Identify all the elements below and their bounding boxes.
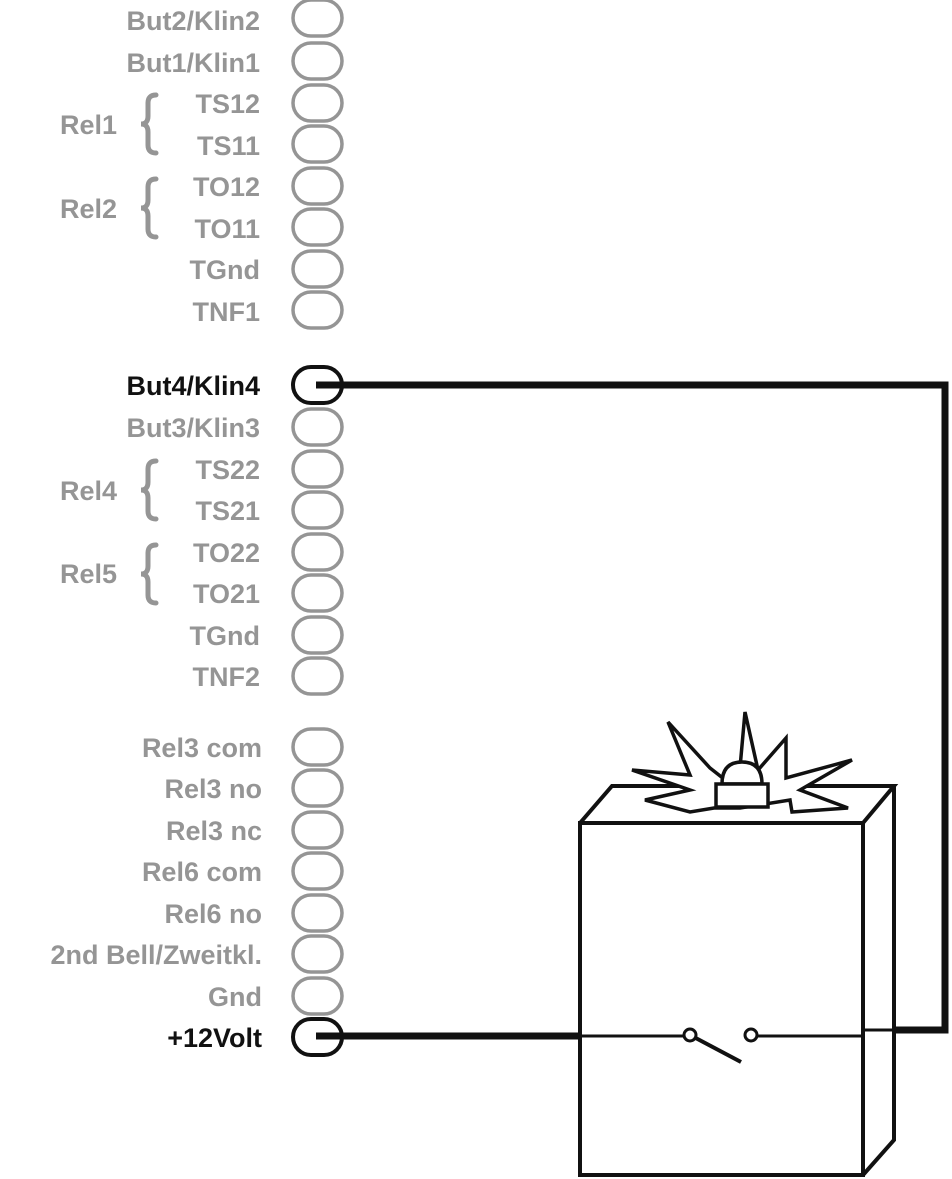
terminal-but1: [291, 41, 344, 81]
brace-rel1: [140, 92, 159, 156]
label-rel4: Rel4: [60, 476, 117, 506]
wire-but4: [316, 381, 949, 1034]
terminal-tgnd-1: [291, 249, 344, 289]
terminal-rel3-com: [291, 727, 344, 767]
brace-rel5: [140, 542, 159, 606]
terminal-strip: [291, 0, 344, 1016]
label-to11: TO11: [194, 214, 260, 244]
label-but1: But1/Klin1: [126, 48, 260, 78]
terminal-but2: [291, 0, 344, 38]
label-to21: TO21: [193, 579, 260, 609]
terminal-ts11: [291, 124, 344, 164]
label-rel2: Rel2: [60, 194, 117, 224]
label-ts12: TS12: [195, 89, 260, 119]
terminal-rel3-no: [291, 768, 344, 808]
terminal-to11: [291, 207, 344, 247]
terminal-ts22: [291, 449, 344, 489]
device-side: [861, 786, 896, 1177]
label-ts21: TS21: [195, 496, 260, 526]
label-rel6-com: Rel6 com: [142, 857, 262, 887]
terminal-tnf1: [291, 290, 344, 330]
signal-device: [578, 784, 899, 1177]
label-to12: TO12: [193, 172, 260, 202]
device-front: [578, 821, 865, 1177]
label-gnd: Gnd: [208, 982, 262, 1012]
label-rel3-no: Rel3 no: [164, 774, 262, 804]
switch-contact-icon: [682, 1027, 759, 1064]
terminal-tnf2: [291, 656, 344, 696]
label-rel5: Rel5: [60, 559, 117, 589]
label-but4: But4/Klin4: [126, 371, 260, 401]
terminal-rel6-com: [291, 851, 344, 891]
label-2nd-bell: 2nd Bell/Zweitkl.: [50, 940, 262, 970]
label-rel1: Rel1: [60, 110, 117, 140]
label-but2: But2/Klin2: [126, 6, 260, 36]
terminal-gnd: [291, 976, 344, 1016]
label-12volt: +12Volt: [167, 1023, 262, 1053]
terminal-rel6-no: [291, 893, 344, 933]
brace-rel2: [140, 176, 159, 240]
label-ts11: TS11: [197, 131, 260, 161]
label-rel3-nc: Rel3 nc: [166, 816, 262, 846]
label-tgnd-2: TGnd: [190, 621, 260, 651]
terminal-to21: [291, 573, 344, 613]
label-to22: TO22: [193, 538, 260, 568]
terminal-labels: But2/Klin2 But1/Klin1 TS12 TS11 TO12 TO1…: [50, 6, 262, 1053]
label-tgnd-1: TGnd: [190, 255, 260, 285]
terminal-ts12: [291, 83, 344, 123]
brace-rel4: [140, 458, 159, 522]
label-tnf2: TNF2: [193, 662, 261, 692]
terminal-to22: [291, 532, 344, 572]
label-rel6-no: Rel6 no: [164, 899, 262, 929]
relay-groups: Rel1 Rel2 Rel4 Rel5: [60, 92, 159, 606]
terminal-ts21: [291, 490, 344, 530]
label-tnf1: TNF1: [193, 297, 261, 327]
terminal-rel3-nc: [291, 810, 344, 850]
terminal-2nd-bell: [291, 934, 344, 974]
terminal-tgnd-2: [291, 615, 344, 655]
terminal-to12: [291, 166, 344, 206]
label-ts22: TS22: [195, 455, 260, 485]
terminal-but3: [291, 407, 344, 447]
label-but3: But3/Klin3: [126, 413, 260, 443]
label-rel3-com: Rel3 com: [142, 733, 262, 763]
flashing-beacon-icon: [631, 711, 853, 814]
